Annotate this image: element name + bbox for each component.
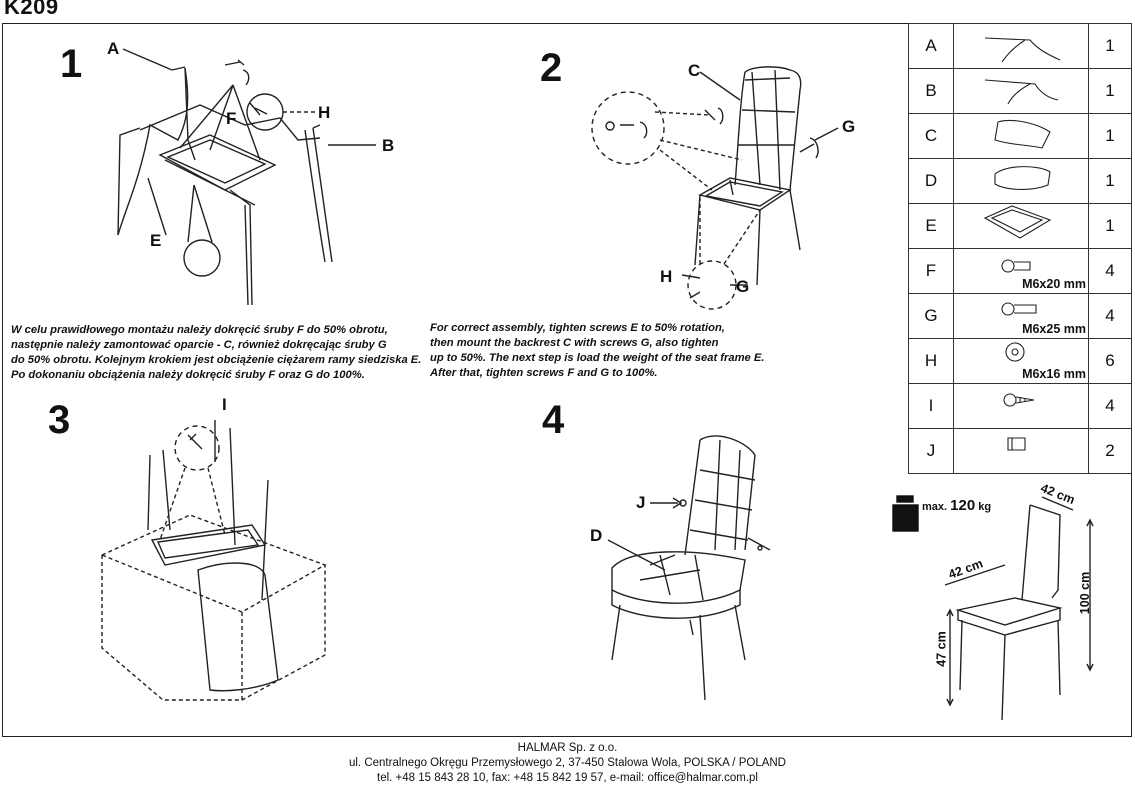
seat-cushion-icon — [953, 158, 1089, 204]
part-letter: I — [908, 383, 954, 429]
instruction-text-pl: W celu prawidłowego montażu należy dokrę… — [11, 324, 422, 381]
step3-illustration — [100, 420, 327, 701]
step2-illustration — [591, 66, 839, 310]
callout-a: A — [107, 39, 120, 58]
part-letter: F — [908, 248, 954, 294]
instruction-frame — [2, 23, 1132, 737]
dim-seat-height: 47 cm — [934, 631, 949, 667]
part-quantity: 1 — [1088, 203, 1132, 249]
part-quantity: 1 — [1088, 113, 1132, 159]
part-letter: H — [908, 338, 954, 384]
part-letter: E — [908, 203, 954, 249]
part-size: M6x16 mm — [1022, 367, 1086, 381]
callout-c: C — [688, 61, 701, 80]
part-quantity: 6 — [1088, 338, 1132, 384]
callout-f: F — [226, 109, 237, 128]
callout-h: H — [318, 103, 331, 122]
step-number-4: 4 — [542, 398, 565, 442]
wood-screw-icon — [953, 383, 1089, 429]
callout-g: G — [842, 117, 856, 136]
instruction-text-en: For correct assembly, tighten screws E t… — [430, 322, 765, 379]
max-load: max. 120 kg — [922, 497, 991, 514]
callout-g-step2: G — [736, 277, 750, 296]
seat-frame-icon — [953, 203, 1089, 249]
max-load-value: 120 — [950, 497, 976, 514]
bolt-icon: M6x20 mm — [953, 248, 1089, 294]
step-number-3: 3 — [48, 398, 71, 442]
callout-b: B — [382, 136, 395, 155]
part-quantity: 4 — [1088, 383, 1132, 429]
part-letter: C — [908, 113, 954, 159]
footer-company: HALMAR Sp. z o.o. — [517, 742, 618, 754]
dimensions-illustration — [944, 496, 1094, 721]
footer-address: ul. Centralnego Okręgu Przemysłowego 2, … — [348, 757, 786, 769]
part-quantity: 2 — [1088, 428, 1132, 474]
part-letter: G — [908, 293, 954, 339]
part-quantity: 1 — [1088, 158, 1132, 204]
dim-height: 100 cm — [1078, 571, 1093, 615]
callout-i: I — [222, 395, 227, 414]
part-quantity: 1 — [1088, 68, 1132, 114]
cap-icon — [953, 428, 1089, 474]
weight-icon — [892, 495, 919, 532]
part-letter: A — [908, 23, 954, 69]
backrest-icon — [953, 113, 1089, 159]
document-title: K209 — [4, 0, 59, 19]
max-load-prefix: max. — [922, 501, 948, 513]
part-letter: D — [908, 158, 954, 204]
bolt-icon: M6x25 mm — [953, 293, 1089, 339]
max-load-unit: kg — [978, 501, 992, 513]
part-size: M6x25 mm — [1022, 322, 1086, 336]
footer-contact: tel. +48 15 843 28 10, fax: +48 15 842 1… — [377, 772, 758, 784]
leg-frame-icon — [953, 68, 1089, 114]
part-quantity: 1 — [1088, 23, 1132, 69]
step4-illustration — [607, 435, 771, 701]
callout-h-step2: H — [660, 267, 673, 286]
step-number-2: 2 — [540, 46, 563, 90]
step1-illustration — [117, 48, 376, 306]
callout-d: D — [590, 526, 603, 545]
leg-frame-icon — [953, 23, 1089, 69]
part-size: M6x20 mm — [1022, 277, 1086, 291]
part-quantity: 4 — [1088, 248, 1132, 294]
part-letter: B — [908, 68, 954, 114]
step-number-1: 1 — [60, 42, 83, 86]
callout-j: J — [636, 493, 646, 512]
washer-icon: M6x16 mm — [953, 338, 1089, 384]
part-letter: J — [908, 428, 954, 474]
callout-e: E — [150, 231, 162, 250]
part-quantity: 4 — [1088, 293, 1132, 339]
